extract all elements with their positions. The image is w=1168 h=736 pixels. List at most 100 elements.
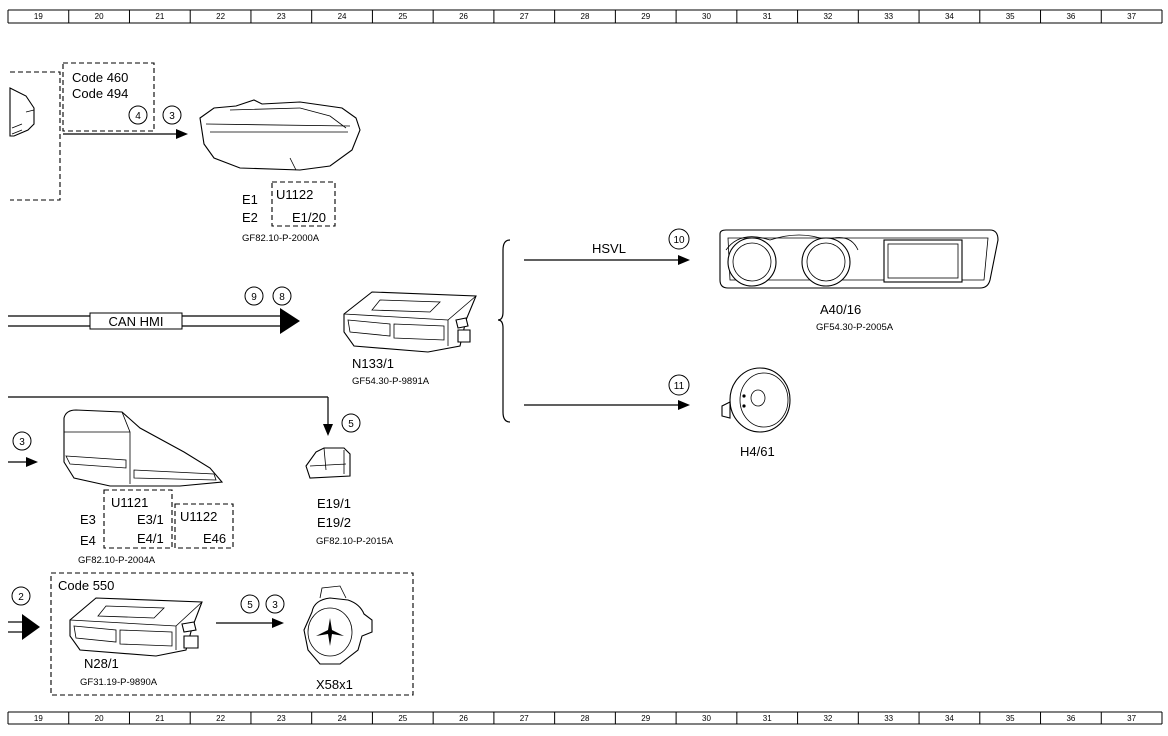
u1122-label: U1122 xyxy=(276,187,313,202)
x58-connector-icon xyxy=(303,585,373,665)
code-460-label: Code 460 xyxy=(72,70,128,85)
brace xyxy=(497,239,511,423)
bottom-ruler-column-27: 27 xyxy=(520,714,529,723)
code-550-label: Code 550 xyxy=(58,578,114,593)
top-ruler-column-36: 36 xyxy=(1066,12,1075,21)
top-ruler-column-29: 29 xyxy=(641,12,650,21)
bottom-ruler-column-25: 25 xyxy=(398,714,407,723)
top-ruler-column-19: 19 xyxy=(34,12,43,21)
headlamp-box: U1122 E1/20 xyxy=(271,181,336,227)
h4-arrow xyxy=(524,400,690,410)
e2-label: E2 xyxy=(242,210,258,225)
e4-label: E4 xyxy=(80,533,96,548)
bottom-ruler-column-34: 34 xyxy=(945,714,954,723)
bottom-ruler-column-22: 22 xyxy=(216,714,225,723)
top-ruler-column-21: 21 xyxy=(155,12,164,21)
bottom-ruler-column-24: 24 xyxy=(338,714,347,723)
bus-arrow-bottom xyxy=(8,614,40,640)
top-ruler-column-26: 26 xyxy=(459,12,468,21)
top-ruler-column-31: 31 xyxy=(763,12,772,21)
n133-label: N133/1 xyxy=(352,356,394,371)
n133-control-unit-icon xyxy=(343,291,477,353)
taillamp-box-2: U1122 E46 xyxy=(174,503,234,549)
u1122-b-label: U1122 xyxy=(180,509,217,524)
line-to-e19 xyxy=(8,396,333,436)
e1-20-label: E1/20 xyxy=(292,210,326,225)
e19-2-label: E19/2 xyxy=(317,515,351,530)
bottom-ruler-column-23: 23 xyxy=(277,714,286,723)
svg-text:2: 2 xyxy=(18,592,24,603)
ref-circle-4: 4 xyxy=(128,105,148,125)
svg-text:5: 5 xyxy=(247,600,253,611)
ref-circle-2: 2 xyxy=(11,586,31,606)
top-ruler-column-35: 35 xyxy=(1006,12,1015,21)
top-ruler-column-24: 24 xyxy=(338,12,347,21)
top-ruler-column-23: 23 xyxy=(277,12,286,21)
headlamp-icon xyxy=(199,99,361,171)
e3-1-label: E3/1 xyxy=(137,512,164,527)
svg-text:8: 8 xyxy=(279,292,285,303)
top-ruler-column-22: 22 xyxy=(216,12,225,21)
e4-1-label: E4/1 xyxy=(137,531,164,546)
top-ruler-column-25: 25 xyxy=(398,12,407,21)
a40-label: A40/16 xyxy=(820,302,861,317)
speaker-icon xyxy=(721,367,791,433)
bottom-ruler-column-28: 28 xyxy=(581,714,590,723)
ref-circle-11: 11 xyxy=(668,374,690,396)
n133-ref: GF54.30-P-9891A xyxy=(352,376,430,387)
ref-circle-5: 5 xyxy=(341,413,361,433)
top-ruler-column-27: 27 xyxy=(520,12,529,21)
e1-label: E1 xyxy=(242,192,258,207)
arrow-to-taillamp xyxy=(8,457,38,467)
bottom-ruler-column-31: 31 xyxy=(763,714,772,723)
bottom-ruler-column-20: 20 xyxy=(95,714,104,723)
e19-ref: GF82.10-P-2015A xyxy=(316,536,394,547)
svg-text:3: 3 xyxy=(19,437,25,448)
can-hmi-label: CAN HMI xyxy=(109,314,164,329)
ref-circle-10: 10 xyxy=(668,228,690,250)
bottom-ruler-column-33: 33 xyxy=(884,714,893,723)
bottom-ruler-column-30: 30 xyxy=(702,714,711,723)
svg-text:11: 11 xyxy=(674,381,685,392)
a40-display-icon xyxy=(719,229,999,289)
top-ruler-column-33: 33 xyxy=(884,12,893,21)
e46-label: E46 xyxy=(203,531,226,546)
n28-ref: GF31.19-P-9890A xyxy=(80,677,158,688)
ref-circle-8: 8 xyxy=(272,286,292,306)
bottom-ruler-column-29: 29 xyxy=(641,714,650,723)
bottom-ruler-column-35: 35 xyxy=(1006,714,1015,723)
top-ruler-column-20: 20 xyxy=(95,12,104,21)
taillamp-box-1: U1121 E3/1 E4/1 xyxy=(103,489,173,549)
svg-text:5: 5 xyxy=(348,419,354,430)
bottom-ruler-column-32: 32 xyxy=(823,714,832,723)
n28-label: N28/1 xyxy=(84,656,119,671)
arrow-to-headlamp xyxy=(63,129,188,139)
top-ruler-column-34: 34 xyxy=(945,12,954,21)
top-ruler-column-28: 28 xyxy=(581,12,590,21)
x58-label: X58x1 xyxy=(316,677,353,692)
bottom-ruler-column-21: 21 xyxy=(155,714,164,723)
bottom-ruler-column-36: 36 xyxy=(1066,714,1075,723)
ref-circle-9: 9 xyxy=(244,286,264,306)
bottom-ruler-column-37: 37 xyxy=(1127,714,1136,723)
top-ruler-column-32: 32 xyxy=(823,12,832,21)
u1121-label: U1121 xyxy=(111,495,148,510)
svg-text:9: 9 xyxy=(251,292,257,303)
top-left-control-unit xyxy=(9,71,61,201)
svg-text:3: 3 xyxy=(169,111,175,122)
svg-text:4: 4 xyxy=(135,111,141,122)
code-box-top: Code 460 Code 494 xyxy=(62,62,155,132)
headlamp-ref: GF82.10-P-2000A xyxy=(242,233,320,244)
code-box-bottom: Code 550 xyxy=(50,572,414,696)
bottom-ruler-column-19: 19 xyxy=(34,714,43,723)
e3-label: E3 xyxy=(80,512,96,527)
ref-circle-5-bottom: 5 xyxy=(240,594,260,614)
can-hmi-bus: CAN HMI xyxy=(8,308,300,334)
taillamp-icon xyxy=(63,409,224,487)
taillamp-ref: GF82.10-P-2004A xyxy=(78,555,156,566)
svg-text:3: 3 xyxy=(272,600,278,611)
top-ruler-column-30: 30 xyxy=(702,12,711,21)
